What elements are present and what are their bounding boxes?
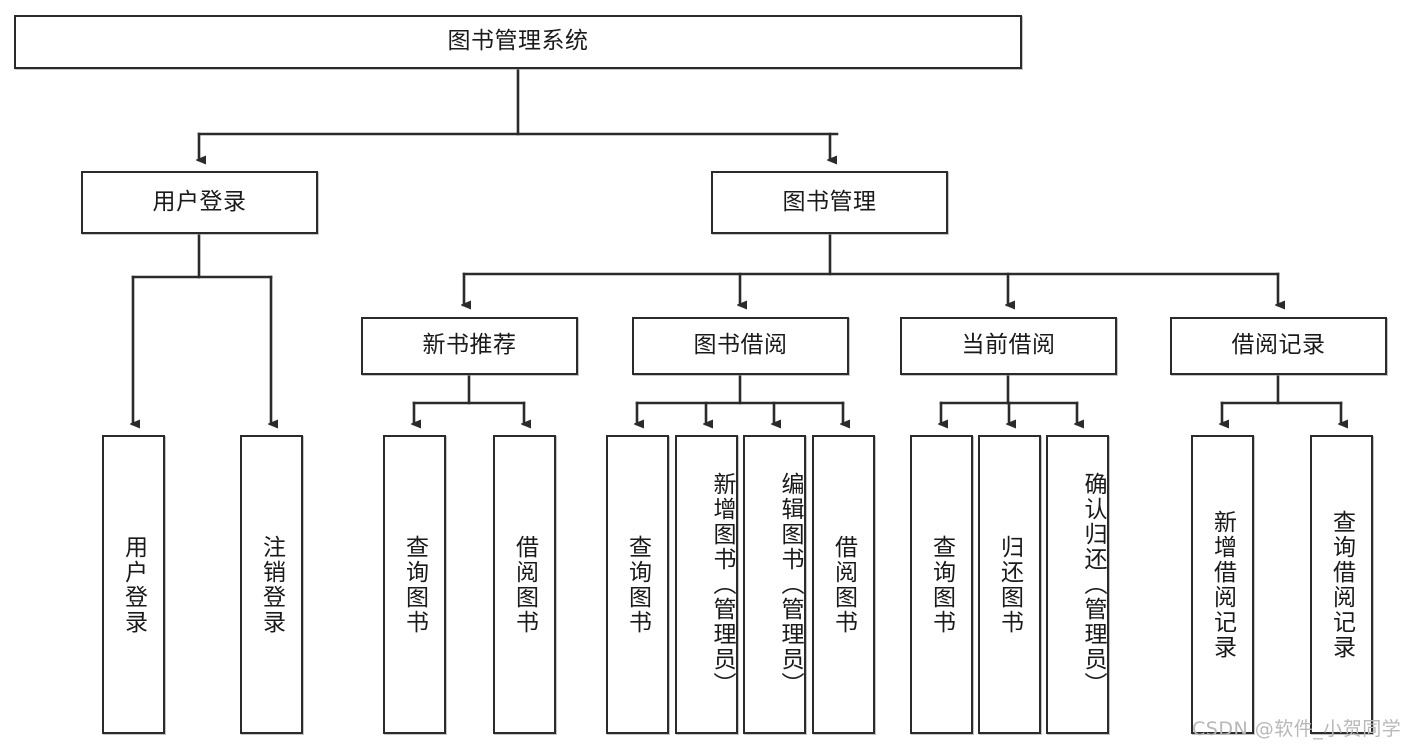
node-label: 新书推荐 <box>422 332 517 359</box>
node-label: 新增图书（管理员） <box>709 472 735 697</box>
node-label: 注销登录 <box>258 534 285 635</box>
node-label: 当前借阅 <box>961 332 1056 359</box>
leaf-add-borrow-record[interactable]: 新增借阅记录 <box>1191 435 1254 734</box>
leaf-query-borrow-record[interactable]: 查询借阅记录 <box>1310 435 1373 734</box>
node-book-management[interactable]: 图书管理 <box>711 171 948 234</box>
node-label: 用户登录 <box>120 534 147 635</box>
leaf-edit-book-admin[interactable]: 编辑图书（管理员） <box>743 435 806 734</box>
node-label: 新增借阅记录 <box>1209 509 1236 660</box>
node-label: 查询图书 <box>624 534 651 635</box>
node-borrow-record[interactable]: 借阅记录 <box>1170 317 1387 375</box>
node-book-borrow[interactable]: 图书借阅 <box>632 317 849 375</box>
node-label: 借阅图书 <box>830 534 857 635</box>
node-label: 确认归还（管理员） <box>1080 472 1106 697</box>
node-label: 查询图书 <box>928 534 955 635</box>
node-label: 查询图书 <box>401 534 428 635</box>
node-label: 用户登录 <box>152 188 247 215</box>
leaf-return-book[interactable]: 归还图书 <box>978 435 1041 734</box>
leaf-user-login[interactable]: 用户登录 <box>102 435 165 734</box>
leaf-query-book-borrow[interactable]: 查询图书 <box>606 435 669 734</box>
leaf-logout[interactable]: 注销登录 <box>240 435 303 734</box>
node-label: 借阅图书 <box>511 534 538 635</box>
node-current-borrow[interactable]: 当前借阅 <box>900 317 1117 375</box>
leaf-confirm-return-admin[interactable]: 确认归还（管理员） <box>1046 435 1109 734</box>
node-label: 编辑图书（管理员） <box>777 472 803 697</box>
leaf-add-book-admin[interactable]: 新增图书（管理员） <box>675 435 738 734</box>
node-new-book-recommend[interactable]: 新书推荐 <box>361 317 578 375</box>
node-label: 归还图书 <box>996 534 1023 635</box>
leaf-borrow-book-recommend[interactable]: 借阅图书 <box>493 435 556 734</box>
node-root-system[interactable]: 图书管理系统 <box>14 15 1022 69</box>
node-label: 查询借阅记录 <box>1328 509 1355 660</box>
node-user-login[interactable]: 用户登录 <box>81 171 318 234</box>
leaf-query-book-current[interactable]: 查询图书 <box>910 435 973 734</box>
node-label: 借阅记录 <box>1231 332 1326 359</box>
csdn-watermark: CSDN @软件_小贺同学 <box>1192 718 1402 740</box>
node-label: 图书管理 <box>782 188 877 215</box>
leaf-borrow-book[interactable]: 借阅图书 <box>812 435 875 734</box>
node-label: 图书借阅 <box>693 332 788 359</box>
node-label: 图书管理系统 <box>447 28 589 55</box>
leaf-query-book-recommend[interactable]: 查询图书 <box>383 435 446 734</box>
